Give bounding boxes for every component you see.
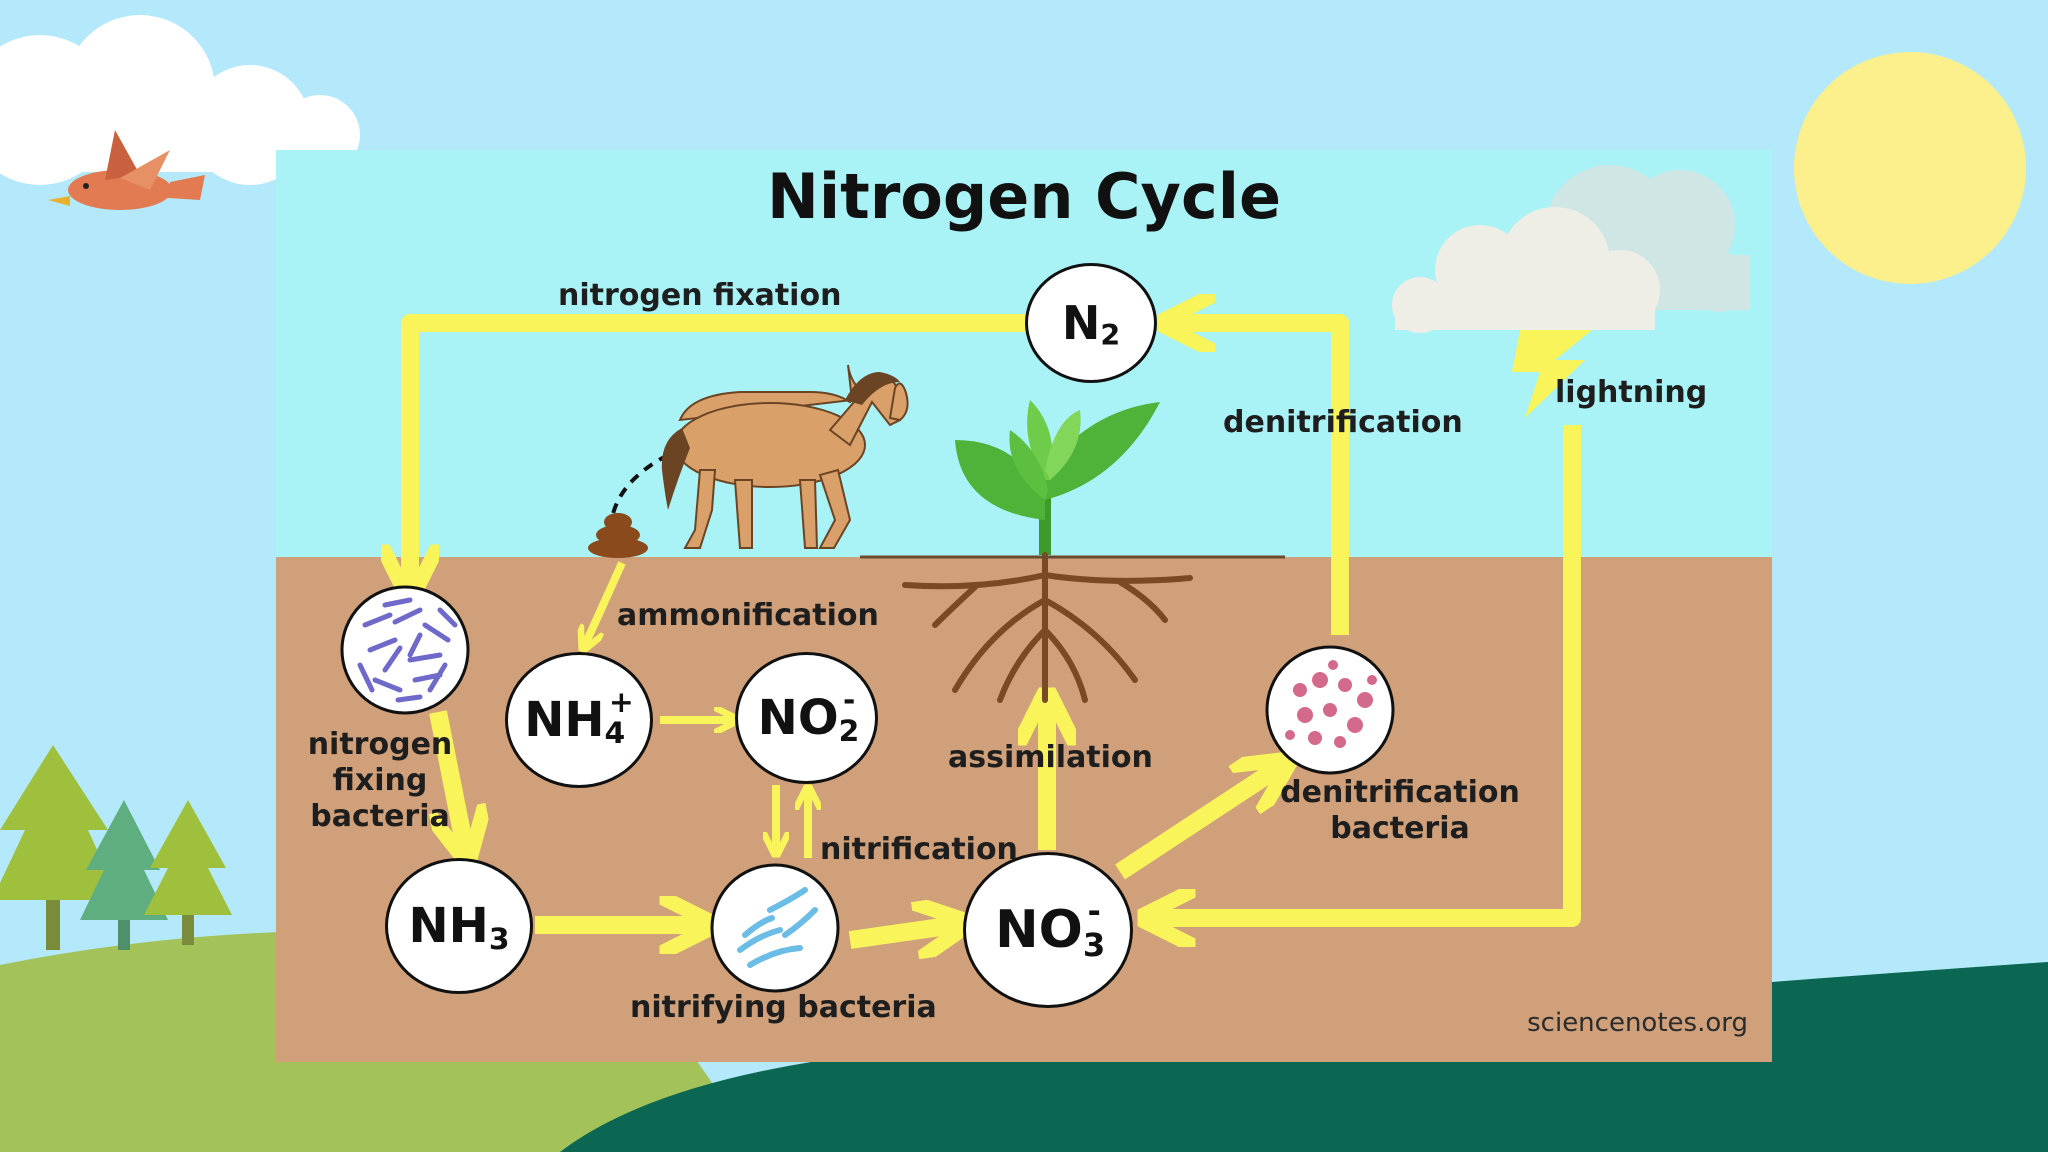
label-nitrogen-fixation: nitrogen fixation [558, 278, 842, 313]
manure-icon [588, 513, 648, 558]
node-nh4-sup: + [608, 684, 634, 720]
arrow-fixing-to-nh3 [438, 710, 465, 848]
node-no3-base: NO [995, 900, 1083, 960]
label-db-line2: bacteria [1330, 811, 1470, 846]
bird-icon [48, 130, 205, 210]
label-db-line1: denitrification [1280, 775, 1520, 810]
label-nfb-line3: bacteria [310, 799, 450, 834]
sun-icon [1794, 52, 2026, 284]
horse-mane [845, 372, 900, 405]
node-no3-sub: 3 [1082, 925, 1106, 964]
label-assimilation: assimilation [948, 740, 1153, 775]
label-denitrification: denitrification [1223, 405, 1463, 440]
node-no2-base: NO [757, 690, 839, 746]
arrow-no3-to-denit-bacteria [1115, 768, 1278, 880]
dashed-trail [610, 453, 669, 519]
node-n2-base: N [1061, 296, 1101, 350]
label-nitrogen-fixing-bacteria: nitrogen fixing bacteria [300, 727, 460, 835]
tree-icon [0, 745, 232, 950]
plant-icon [955, 400, 1160, 555]
horse-icon [674, 364, 909, 549]
horse-tail [661, 428, 690, 510]
label-ammonification: ammonification [617, 598, 879, 633]
node-nh4-base: NH [524, 692, 605, 748]
node-no2-sup: - [842, 682, 856, 718]
label-nfb-line2: fixing [332, 763, 428, 798]
node-n2-sub: 2 [1100, 319, 1121, 353]
roots-icon [902, 552, 1193, 703]
storm-cloud-icon [1392, 165, 1750, 333]
arrow-ammonification [585, 561, 626, 645]
node-no3-sup: - [1087, 891, 1101, 930]
node-nh3-base: NH [408, 898, 489, 954]
node-nh3-sub: 3 [488, 921, 510, 957]
label-nitrifying-bacteria: nitrifying bacteria [630, 990, 937, 1025]
arrow-lightning [1155, 425, 1581, 918]
arrow-nitrifying-to-no3 [848, 925, 955, 940]
label-nitrification: nitrification [820, 832, 1018, 867]
label-lightning: lightning [1555, 375, 1708, 410]
arrow-nitrogen-fixation [410, 314, 1025, 585]
label-denitrification-bacteria: denitrification bacteria [1275, 775, 1525, 847]
diagram-title: Nitrogen Cycle [766, 160, 1282, 233]
arrow-denitrification [1175, 323, 1349, 635]
lightning-icon [1512, 330, 1592, 418]
label-nfb-line1: nitrogen [307, 727, 453, 762]
node-nh4-sub: 4 [604, 715, 626, 751]
credit-text: sciencenotes.org [1527, 1008, 1748, 1038]
node-no2-sub: 2 [838, 713, 860, 749]
